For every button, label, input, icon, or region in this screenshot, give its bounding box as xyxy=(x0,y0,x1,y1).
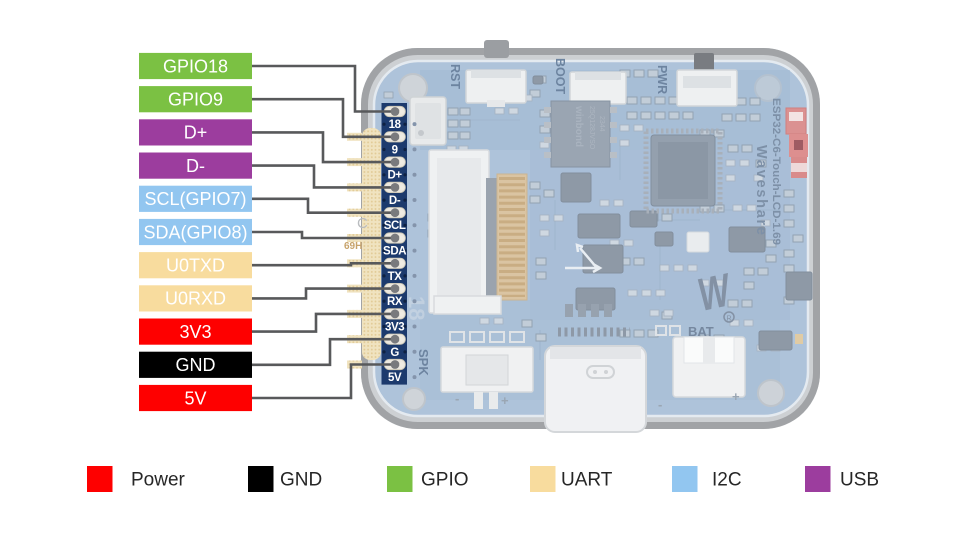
svg-text:Power: Power xyxy=(131,470,186,491)
svg-text:3V3: 3V3 xyxy=(385,321,404,333)
svg-text:G: G xyxy=(390,347,399,359)
svg-text:U0RXD: U0RXD xyxy=(165,289,226,309)
svg-text:SDA(GPIO8): SDA(GPIO8) xyxy=(143,222,247,242)
svg-text:U0TXD: U0TXD xyxy=(166,256,225,276)
svg-text:SCL(GPIO7): SCL(GPIO7) xyxy=(144,189,246,209)
svg-text:USB: USB xyxy=(840,470,879,491)
svg-text:R: R xyxy=(727,316,732,323)
svg-text:SPK: SPK xyxy=(416,349,431,376)
svg-text:D+: D+ xyxy=(387,170,402,182)
svg-text:-: - xyxy=(455,391,459,406)
svg-text:+: + xyxy=(732,389,740,404)
svg-text:+: + xyxy=(501,393,509,408)
svg-text:18: 18 xyxy=(389,119,402,131)
svg-text:SCL: SCL xyxy=(384,220,406,232)
svg-text:9: 9 xyxy=(392,144,398,156)
svg-text:PWR: PWR xyxy=(655,65,669,94)
svg-text:GND: GND xyxy=(280,470,322,491)
svg-text:3V3: 3V3 xyxy=(179,322,211,342)
svg-text:25Q128JVSO: 25Q128JVSO xyxy=(588,106,595,150)
svg-text:Waveshare: Waveshare xyxy=(753,145,769,235)
svg-text:-: - xyxy=(658,397,662,412)
svg-text:ESP32-C6-Touch-LCD-1.69: ESP32-C6-Touch-LCD-1.69 xyxy=(770,98,782,245)
svg-text:C: C xyxy=(357,215,368,232)
svg-text:5V: 5V xyxy=(388,372,402,384)
svg-text:2344: 2344 xyxy=(598,116,605,132)
svg-text:GPIO: GPIO xyxy=(421,470,469,491)
svg-text:RX: RX xyxy=(387,296,403,308)
svg-text:D+: D+ xyxy=(184,123,208,143)
svg-text:UART: UART xyxy=(561,470,613,491)
svg-text:RST: RST xyxy=(448,64,462,89)
svg-text:TX: TX xyxy=(388,271,403,283)
svg-text:GPIO18: GPIO18 xyxy=(163,56,228,76)
svg-text:GND: GND xyxy=(176,355,216,375)
svg-text:BAT: BAT xyxy=(688,324,714,339)
svg-text:D-: D- xyxy=(186,156,205,176)
svg-text:5V: 5V xyxy=(184,388,206,408)
svg-text:69H: 69H xyxy=(344,241,362,252)
svg-text:BOOT: BOOT xyxy=(553,58,567,94)
svg-text:18: 18 xyxy=(404,296,429,320)
svg-text:I2C: I2C xyxy=(712,470,742,491)
svg-text:SDA: SDA xyxy=(383,246,406,258)
svg-text:D-: D- xyxy=(389,195,401,207)
svg-text:winbond: winbond xyxy=(573,105,584,147)
svg-text:GPIO9: GPIO9 xyxy=(168,90,223,110)
